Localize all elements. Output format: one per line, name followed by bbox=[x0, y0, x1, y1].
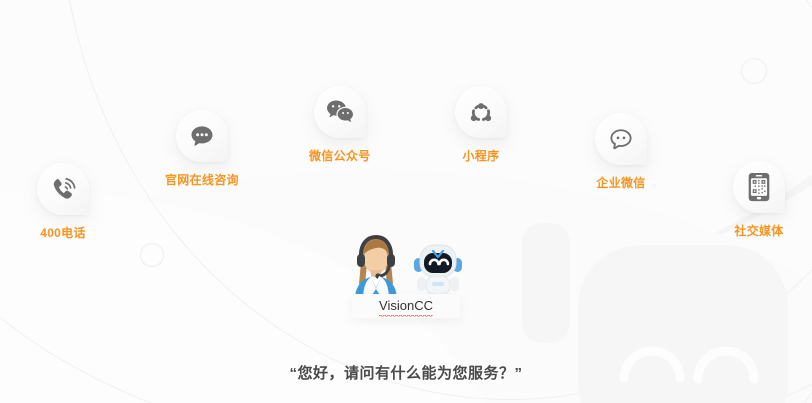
wechat-icon[interactable] bbox=[313, 86, 366, 138]
channel-label-social-media: 社交媒体 bbox=[734, 224, 784, 238]
greeting-quote: “您好，请问有什么能为您服务？” bbox=[289, 365, 523, 382]
channel-node-wechat-official[interactable]: 微信公众号 bbox=[309, 86, 371, 164]
wecom-bubble-icon[interactable] bbox=[595, 113, 647, 165]
channel-label-wechat-official: 微信公众号 bbox=[309, 149, 371, 163]
channel-node-website-chat[interactable]: 官网在线咨询 bbox=[165, 110, 239, 188]
headset-agent-avatar[interactable] bbox=[349, 232, 403, 300]
center-agents-block: VisionCC “您好，请问有什么能为您服务？” bbox=[0, 228, 812, 383]
agent-avatars bbox=[349, 228, 463, 300]
channel-node-phone-400[interactable]: 400电话 bbox=[37, 163, 89, 241]
chat-bubble-dots-icon[interactable] bbox=[175, 110, 228, 162]
phone-ring-icon[interactable] bbox=[37, 163, 89, 215]
channel-label-phone-400: 400电话 bbox=[40, 226, 86, 240]
channel-node-mini-program[interactable]: 小程序 bbox=[455, 86, 507, 164]
agent-name-label: VisionCC bbox=[379, 298, 433, 317]
phone-qrcode-icon[interactable] bbox=[733, 161, 785, 213]
channel-label-mini-program: 小程序 bbox=[462, 149, 500, 163]
service-robot-avatar[interactable] bbox=[413, 238, 463, 300]
channel-label-website-chat: 官网在线咨询 bbox=[165, 173, 239, 187]
decorative-circle-right bbox=[741, 58, 767, 84]
channel-node-enterprise-wechat[interactable]: 企业微信 bbox=[595, 113, 647, 191]
mini-program-icon[interactable] bbox=[455, 86, 507, 138]
channel-node-social-media[interactable]: 社交媒体 bbox=[733, 161, 785, 239]
channel-label-enterprise-wechat: 企业微信 bbox=[596, 176, 646, 190]
agent-name-chip: VisionCC bbox=[352, 294, 460, 318]
